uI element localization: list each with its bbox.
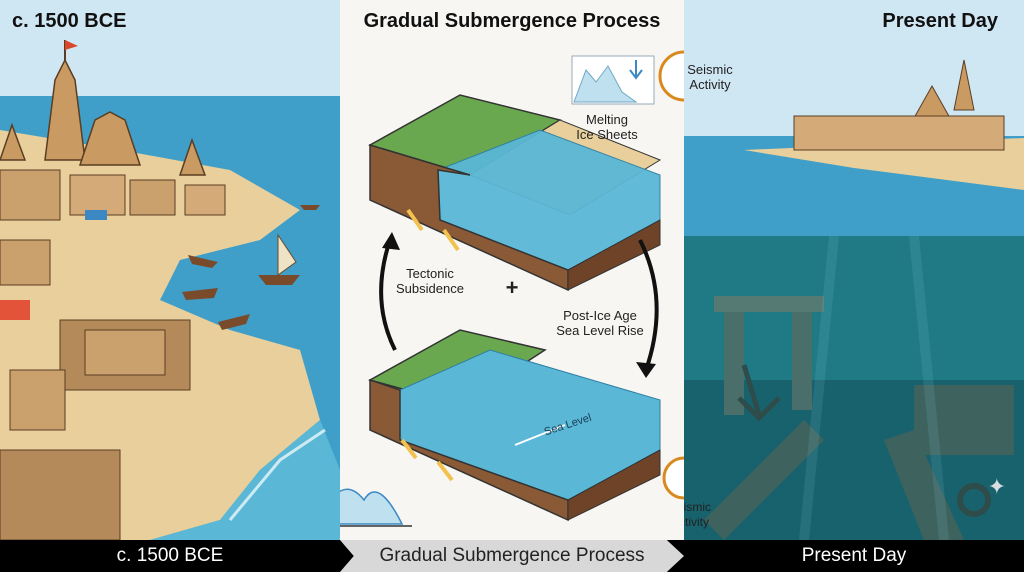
process-diagram bbox=[340, 50, 684, 527]
seismic-icon-top bbox=[658, 50, 684, 102]
arrow-up-icon bbox=[382, 232, 400, 250]
bottom-label-right: Present Day bbox=[801, 545, 907, 566]
ancient-city-scene bbox=[0, 0, 340, 540]
sea-level-arrow bbox=[514, 424, 566, 446]
down-arrow-icon bbox=[629, 60, 643, 80]
present-day-panel: Present Day Seismic Activity Seismic Act… bbox=[684, 0, 1024, 540]
bottom-label-left: c. 1500 BCE bbox=[116, 545, 224, 566]
seismic-label-bottom: Seismic Activity bbox=[684, 500, 711, 529]
anchor-icon bbox=[737, 364, 781, 422]
sea-rise-label: Post-Ice Age Sea Level Rise bbox=[556, 308, 644, 338]
sparkle-icon: ✦ bbox=[987, 474, 1006, 499]
plus-sign: + bbox=[505, 275, 519, 300]
bottom-label-middle: Gradual Submergence Process bbox=[340, 540, 684, 572]
bottom-caption-bar: c. 1500 BCE Gradual Submergence Process … bbox=[0, 540, 1024, 572]
ancient-city-panel: c. 1500 BCE bbox=[0, 0, 340, 540]
sea-level-chart bbox=[340, 525, 412, 527]
mid-panel-title: Gradual Submergence Process bbox=[363, 10, 661, 32]
seismic-label-top: Seismic Activity bbox=[687, 62, 733, 92]
process-panel: Gradual Submergence Process Melting Ice … bbox=[340, 0, 684, 540]
right-panel-title: Present Day bbox=[882, 10, 998, 32]
left-panel-title: c. 1500 BCE bbox=[12, 10, 127, 32]
tectonic-label: Tectonic Subsidence bbox=[396, 266, 464, 296]
arrow-down-icon bbox=[636, 362, 656, 378]
seismic-icon-bottom bbox=[662, 456, 684, 500]
melting-ice-label: Melting Ice Sheets bbox=[576, 112, 638, 142]
underwater-scene bbox=[684, 0, 1024, 540]
